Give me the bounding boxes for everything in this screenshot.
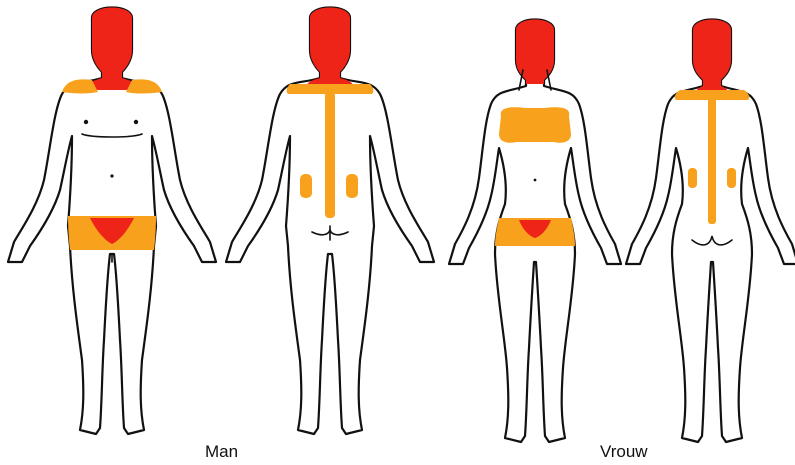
man-front-navel — [110, 174, 113, 177]
vrouw-back-head-neck-zone — [693, 20, 731, 95]
vrouw-back-lower-back-left-zone — [688, 168, 697, 188]
man-back-head-neck-zone — [306, 8, 354, 87]
man-front-nipple-right — [134, 120, 138, 124]
vrouw-front-chest-zone — [499, 107, 571, 142]
man-back-lower-back-right-zone — [346, 174, 358, 198]
man-front-shoulder-right-zone — [126, 79, 162, 93]
caption-vrouw: Vrouw — [600, 442, 648, 462]
vrouw-back-spine-zone — [708, 98, 716, 224]
figure-vrouw-front — [449, 20, 621, 443]
man-back-lower-back-left-zone — [300, 174, 312, 198]
caption-man: Man — [205, 442, 238, 462]
figure-man-front — [8, 8, 216, 435]
vrouw-back-lower-back-right-zone — [727, 168, 736, 188]
man-front-nipple-left — [84, 120, 88, 124]
figure-man-back — [226, 8, 434, 435]
man-front-head-neck-zone — [78, 8, 146, 91]
figure-vrouw-back — [626, 20, 795, 443]
vrouw-front-navel — [534, 179, 537, 182]
man-front-shoulder-left-zone — [62, 79, 98, 93]
man-back-spine-zone — [325, 92, 335, 218]
